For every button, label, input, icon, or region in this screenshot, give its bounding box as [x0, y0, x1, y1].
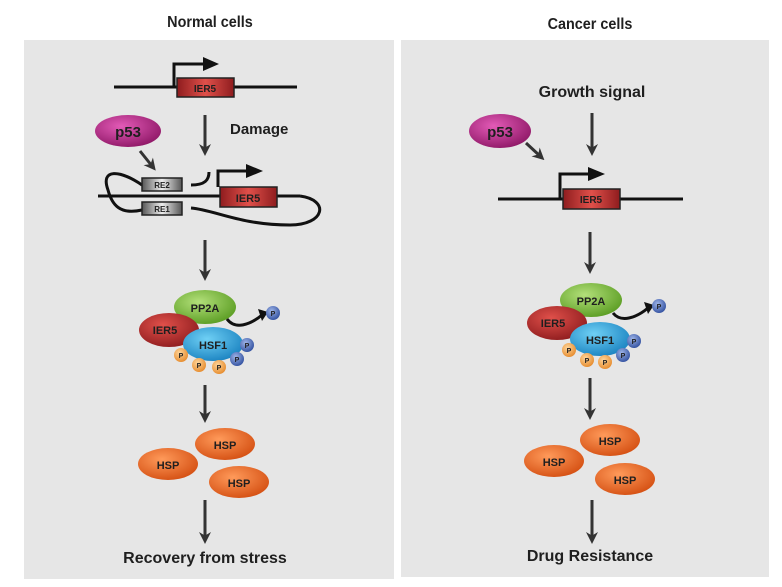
svg-text:IER5: IER5 — [580, 195, 603, 206]
svg-text:HSP: HSP — [228, 478, 251, 490]
cancer-gene-locus: IER5 — [498, 167, 683, 210]
p53-arrow-icon — [524, 141, 545, 161]
normal-complex: PP2A IER5 HSF1 P P P P P P — [139, 290, 280, 374]
normal-gene-locus: IER5 — [114, 57, 297, 98]
svg-text:P: P — [217, 365, 222, 372]
svg-text:P: P — [632, 339, 637, 346]
svg-text:HSP: HSP — [214, 440, 237, 452]
re2-label: RE2 — [154, 181, 170, 190]
p53-protein: p53 — [95, 115, 161, 147]
svg-text:HSP: HSP — [614, 475, 637, 487]
svg-text:P: P — [657, 304, 662, 311]
tss-arrow-icon — [172, 62, 208, 87]
svg-text:HSP: HSP — [599, 436, 622, 448]
p53-arrow-icon — [138, 150, 156, 171]
svg-text:IER5: IER5 — [541, 318, 565, 330]
normal-hsp-cluster: HSP HSP HSP — [138, 428, 269, 498]
svg-text:P: P — [245, 343, 250, 350]
chromatin-loop: RE2 RE1 IER5 — [98, 164, 322, 227]
svg-text:HSP: HSP — [157, 460, 180, 472]
cancer-hsp-cluster: HSP HSP HSP — [524, 424, 655, 495]
svg-text:p53: p53 — [487, 124, 513, 141]
drug-resistance-label: Drug Resistance — [527, 548, 653, 565]
svg-text:HSF1: HSF1 — [199, 340, 227, 352]
svg-text:P: P — [585, 358, 590, 365]
svg-text:P: P — [603, 360, 608, 367]
growth-signal-label: Growth signal — [539, 84, 646, 101]
cancer-complex: PP2A IER5 HSF1 P P P P P P — [527, 283, 666, 369]
svg-text:p53: p53 — [115, 124, 141, 141]
ier5-gene-label: IER5 — [236, 193, 260, 205]
svg-text:P: P — [567, 348, 572, 355]
svg-text:P: P — [235, 357, 240, 364]
svg-text:P: P — [197, 363, 202, 370]
cancer-cells-title: Cancer cells — [547, 16, 633, 33]
svg-text:PP2A: PP2A — [577, 296, 606, 308]
svg-text:P: P — [271, 311, 276, 318]
ier5-gene-label: IER5 — [194, 84, 217, 95]
re1-label: RE1 — [154, 205, 170, 214]
svg-text:HSF1: HSF1 — [586, 335, 614, 347]
svg-text:P: P — [179, 353, 184, 360]
svg-text:PP2A: PP2A — [191, 303, 220, 315]
recovery-label: Recovery from stress — [123, 550, 287, 567]
cancer-p53-protein: p53 — [469, 114, 531, 148]
normal-cells-title: Normal cells — [167, 14, 253, 31]
svg-text:HSP: HSP — [543, 457, 566, 469]
damage-label: Damage — [230, 121, 288, 138]
svg-text:IER5: IER5 — [153, 325, 177, 337]
svg-text:P: P — [621, 353, 626, 360]
